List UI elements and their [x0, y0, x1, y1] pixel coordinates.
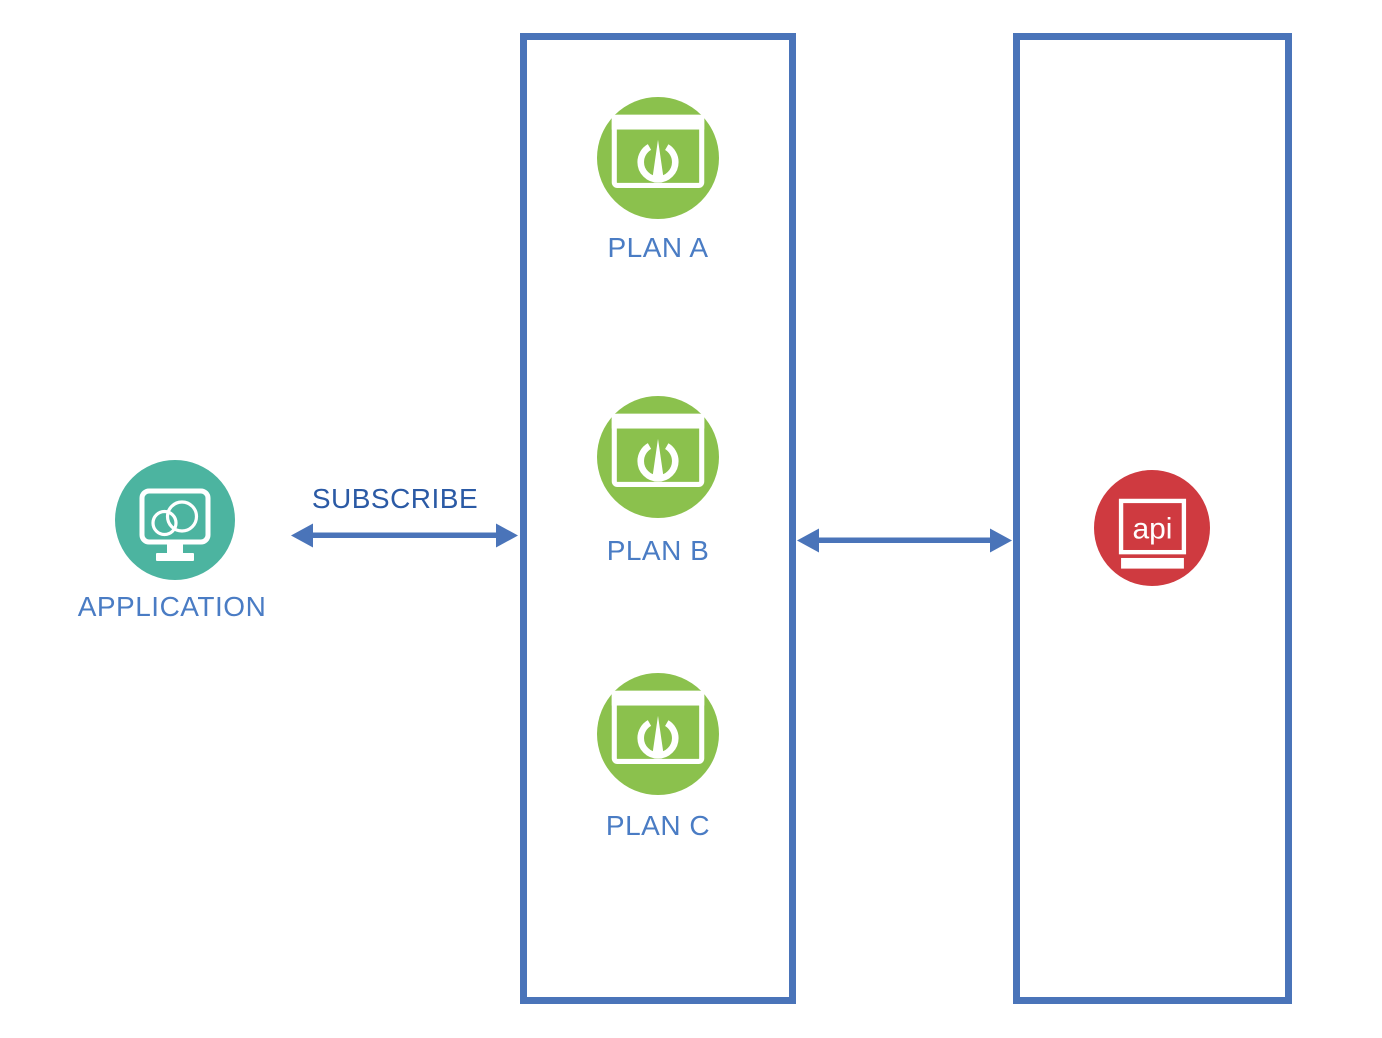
api-label: api — [1132, 513, 1172, 546]
application-label: APPLICATION — [77, 591, 267, 622]
subscribe-label: SUBSCRIBE — [311, 483, 479, 514]
plans-api-double-arrow — [797, 528, 1012, 553]
monitor-cloud-icon — [115, 460, 235, 580]
plan-c-label: PLAN C — [605, 810, 711, 841]
subscribe-double-arrow — [291, 523, 518, 548]
plan-b-node — [597, 396, 719, 518]
plan-a-node — [597, 97, 719, 219]
gauge-window-icon — [597, 396, 719, 518]
api-badge-icon: api — [1094, 470, 1210, 586]
gauge-window-icon — [597, 97, 719, 219]
plan-c-node — [597, 673, 719, 795]
plan-b-label: PLAN B — [606, 535, 710, 566]
gauge-window-icon — [597, 673, 719, 795]
application-node — [115, 460, 235, 580]
plan-a-label: PLAN A — [607, 232, 709, 263]
api-node: api — [1094, 470, 1210, 586]
